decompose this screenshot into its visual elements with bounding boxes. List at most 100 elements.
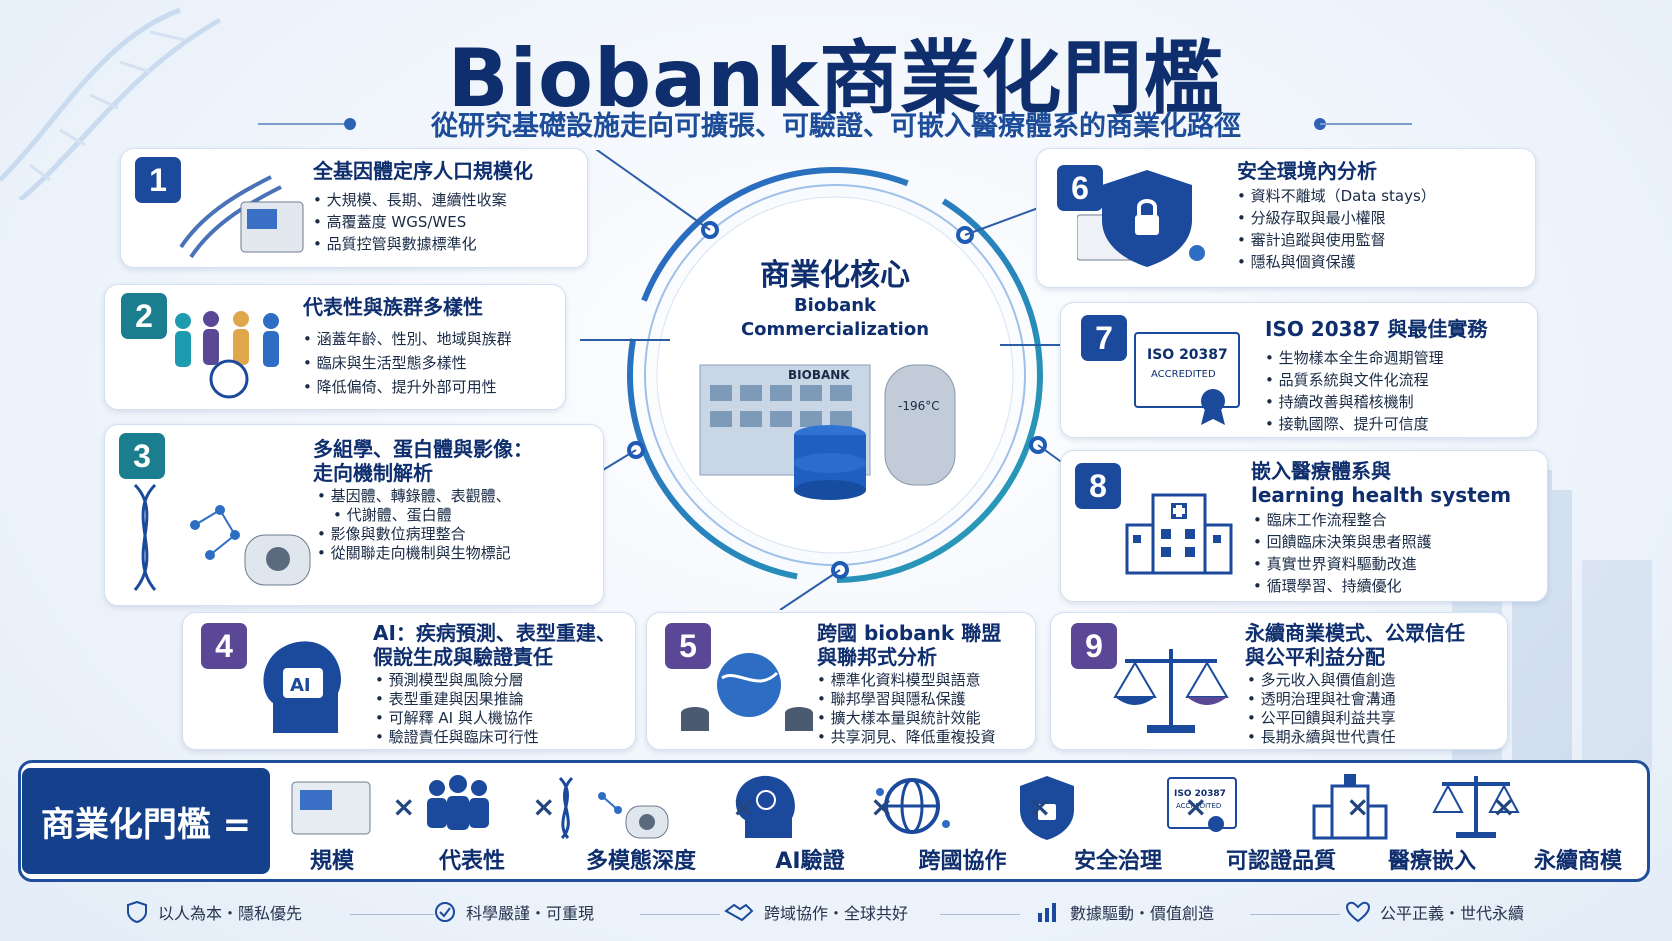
card-6-number: 6 <box>1057 165 1103 211</box>
hospital-icon <box>1125 493 1233 575</box>
card-7-number: 7 <box>1081 315 1127 361</box>
list-item: 擴大樣本量與統計效能 <box>817 709 996 728</box>
subtitle-line-left <box>258 123 350 125</box>
factor-label-certifiable-quality: 可認證品質 <box>1225 849 1336 874</box>
list-item: 表型重建與因果推論 <box>375 690 539 709</box>
multimodal-icon <box>558 776 669 840</box>
list-item: 品質系統與文件化流程 <box>1265 369 1444 391</box>
hub-title: 商業化核心 <box>760 258 910 293</box>
ai-brain-icon: AI <box>263 641 341 733</box>
handshake-icon <box>724 903 754 922</box>
footer-divider <box>940 914 1020 915</box>
card-1-list: 大規模、長期、連續性收案 高覆蓋度 WGS/WES 品質控管與數據標準化 <box>313 189 507 255</box>
ai-head-icon <box>735 775 795 838</box>
card-1-title: 全基因體定序人口規模化 <box>313 159 533 183</box>
footer-text: 數據驅動・價值創造 <box>1070 904 1215 923</box>
check-circle-icon <box>435 902 455 922</box>
shield-icon <box>127 901 147 923</box>
list-item: 標準化資料模型與語意 <box>817 671 996 690</box>
biobank-facility-illustration: BIOBANK -196°C <box>699 364 956 500</box>
card-5-title-line2: 與聯邦式分析 <box>817 645 937 669</box>
ai-icon-text: AI <box>290 675 311 696</box>
card-4-list: 預測模型與風險分層 表型重建與因果推論 可解釋 AI 與人機協作 驗證責任與臨床… <box>375 671 539 747</box>
card-8-list: 臨床工作流程整合 回饋臨床決策與患者照護 真實世界資料驅動改進 循環學習、持續優… <box>1253 509 1432 597</box>
card-5-title-line1: 跨國 biobank 聯盟 <box>817 621 1002 645</box>
card-8-number: 8 <box>1075 463 1121 509</box>
times-sign: × <box>532 790 556 823</box>
iso-certificate-icon: ISO 20387 ACCREDITED <box>1134 332 1240 425</box>
list-item: 透明治理與社會溝通 <box>1247 690 1396 709</box>
factor-label-scale: 規模 <box>309 849 354 874</box>
footer-value-2: 科學嚴謹・可重現 <box>434 900 594 924</box>
global-network-icon <box>876 778 950 834</box>
list-item: 共享洞見、降低重複投資 <box>817 728 996 747</box>
footer-text: 科學嚴謹・可重現 <box>466 904 595 923</box>
list-item: 大規模、長期、連續性收案 <box>313 189 507 211</box>
card-3-title-line2: 走向機制解析 <box>313 461 433 485</box>
footer-value-5: 公平正義・世代永續 <box>1346 900 1524 924</box>
card-9-number: 9 <box>1071 623 1117 669</box>
card-8-title-line1: 嵌入醫療體系與 <box>1251 459 1391 483</box>
heart-hands-icon <box>1346 901 1370 923</box>
card-5-list: 標準化資料模型與語意 聯邦學習與隱私保護 擴大樣本量與統計效能 共享洞見、降低重… <box>817 671 996 747</box>
factor-label-multimodal-depth: 多模態深度 <box>585 849 696 874</box>
card-2: 2 代表性與族群多樣性 涵蓋年齡、性別、地域與族群 臨床與生活型態多樣性 降低偏… <box>104 284 566 410</box>
footer-value-4: 數據驅動・價值創造 <box>1036 900 1214 924</box>
factor-label-representativeness: 代表性 <box>438 849 505 874</box>
factor-label-sustainable-model: 永續商模 <box>1533 849 1622 874</box>
list-item: 長期永續與世代責任 <box>1247 728 1396 747</box>
footer-divider <box>640 914 720 915</box>
card-6: 6 安全環境內分析 資料不離域（Data stays） 分級存取與最小權限 審計… <box>1036 148 1536 288</box>
card-4: 4 AI AI：疾病預測、表型重建、 假說生成與驗證責任 預測模型與風險分層 表… <box>182 612 636 750</box>
card-3-title-line1: 多組學、蛋白體與影像： <box>313 437 533 461</box>
factor-label-healthcare-embedding: 醫療嵌入 <box>1387 849 1476 874</box>
footer-value-1: 以人為本・隱私優先 <box>126 900 302 924</box>
list-item: 驗證責任與臨床可行性 <box>375 728 539 747</box>
card-4-title-line2: 假說生成與驗證責任 <box>373 645 553 669</box>
hospital-icon <box>1312 774 1388 840</box>
card-7-list: 生物樣本全生命週期管理 品質系統與文件化流程 持續改善與稽核機制 接軌國際、提升… <box>1265 347 1444 435</box>
people-group-icon <box>427 775 489 830</box>
bar-chart-icon <box>1038 903 1056 922</box>
card-2-title: 代表性與族群多樣性 <box>303 295 483 319</box>
card-2-number: 2 <box>121 293 167 339</box>
list-item: 真實世界資料驅動改進 <box>1253 553 1432 575</box>
times-sign: × <box>1028 790 1052 823</box>
list-item: 公平回饋與利益共享 <box>1247 709 1396 728</box>
footer-divider <box>350 914 434 915</box>
times-sign: × <box>1492 790 1516 823</box>
list-item: 循環學習、持續優化 <box>1253 575 1432 597</box>
card-8: 8 嵌入醫療體系與 learning health system 臨床工作流程整… <box>1060 450 1548 602</box>
footer-divider <box>1250 914 1340 915</box>
card-7: 7 ISO 20387 ACCREDITED ISO 20387 與最佳實務 生… <box>1060 302 1538 438</box>
card-9: 9 永續商業模式、公眾信任 與公平利益分配 多元收入與價值創造 透明治理與社會溝… <box>1050 612 1508 750</box>
card-4-title-line1: AI：疾病預測、表型重建、 <box>373 621 616 645</box>
card-3: 3 多組學、蛋白體與影像： 走向機制解析 基因體、轉錄體、表觀體、 代謝體、蛋白… <box>104 424 604 606</box>
page-subtitle: 從研究基礎設施走向可擴張、可驗證、可嵌入醫療體系的商業化路徑 <box>431 111 1241 142</box>
card-1-number: 1 <box>135 157 181 203</box>
equation-icons: ISO 20387 ACCREDITED <box>291 774 1520 840</box>
iso-certificate-icon: ISO 20387 ACCREDITED <box>1167 777 1237 832</box>
list-item: 持續改善與稽核機制 <box>1265 391 1444 413</box>
list-item: 預測模型與風險分層 <box>375 671 539 690</box>
card-9-title-line1: 永續商業模式、公眾信任 <box>1245 621 1465 645</box>
footer-text: 公平正義・世代永續 <box>1380 904 1525 923</box>
equation-label: 商業化門檻 = <box>22 768 270 874</box>
security-lock-icon <box>1020 776 1074 840</box>
card-3-list: 基因體、轉錄體、表觀體、 代謝體、蛋白體 影像與數位病理整合 從關聯走向機制與生… <box>317 487 511 563</box>
list-item: 隱私與個資保護 <box>1237 251 1436 273</box>
times-sign: × <box>1346 790 1370 823</box>
list-item: 臨床與生活型態多樣性 <box>303 351 512 375</box>
hub-english-line2: Commercialization <box>740 319 930 340</box>
factor-label-security-governance: 安全治理 <box>1073 849 1162 874</box>
factor-label-ai-validation: AI驗證 <box>775 849 845 874</box>
list-item: 多元收入與價值創造 <box>1247 671 1396 690</box>
dna-helix-decoration <box>0 7 222 200</box>
security-shield-icon <box>1077 170 1205 267</box>
times-sign: × <box>1184 790 1208 823</box>
card-8-title-line2: learning health system <box>1251 483 1512 507</box>
subtitle-dot-left <box>344 118 356 130</box>
certificate-line2: ACCREDITED <box>1151 369 1216 380</box>
card-9-title-line2: 與公平利益分配 <box>1245 645 1385 669</box>
card-4-number: 4 <box>201 623 247 669</box>
